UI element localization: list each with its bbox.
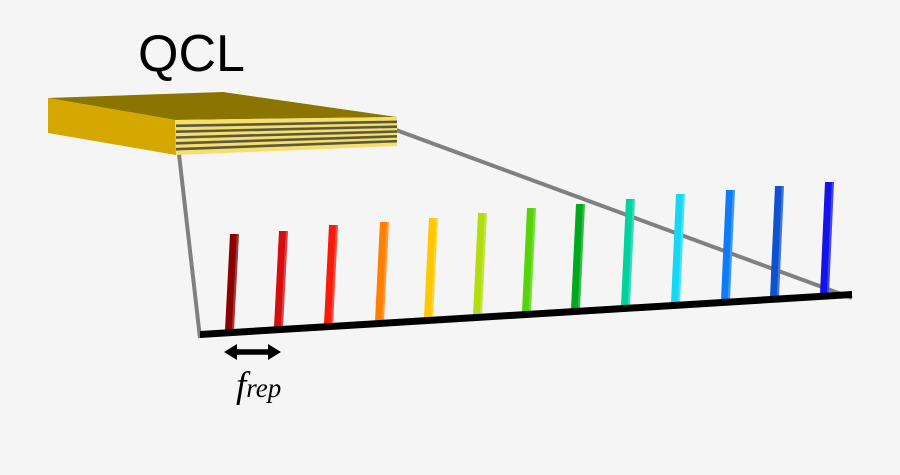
- comb-line-highlight: [627, 199, 635, 306]
- comb-line-highlight: [528, 208, 536, 312]
- comb-line-body: [621, 199, 635, 306]
- frequency-axis: [200, 291, 852, 338]
- qcl-device-label: QCL: [138, 25, 245, 83]
- comb-line-body: [770, 186, 784, 297]
- comb-line-highlight: [776, 186, 784, 297]
- comb-line-highlight: [381, 222, 389, 321]
- comb-line-body: [571, 204, 585, 309]
- comb-line: [621, 199, 635, 306]
- comb-line: [571, 204, 585, 309]
- comb-line-body: [375, 222, 389, 321]
- quantum-cascade-laser-device: [48, 92, 398, 155]
- axis-baseline: [200, 291, 852, 338]
- frequency-comb-lines: [225, 182, 834, 330]
- frep-symbol: f: [236, 365, 247, 406]
- frep-spacing-arrow: [224, 344, 281, 360]
- comb-line-body: [274, 231, 288, 327]
- comb-line: [522, 208, 536, 312]
- comb-line: [424, 218, 438, 318]
- comb-line-highlight: [577, 204, 585, 309]
- comb-line: [274, 231, 288, 327]
- comb-line: [473, 213, 487, 315]
- comb-line-highlight: [231, 234, 239, 330]
- comb-line-highlight: [826, 182, 834, 294]
- laser-top-surface: [48, 92, 397, 120]
- laser-emitting-facet: [175, 117, 397, 155]
- laser-layer-line: [175, 139, 398, 151]
- comb-line-body: [671, 194, 685, 303]
- arrow-head-right: [268, 344, 281, 360]
- laser-epitaxial-layers: [175, 120, 398, 151]
- comb-line-highlight: [677, 194, 685, 303]
- comb-line-body: [225, 234, 239, 330]
- comb-line-body: [324, 225, 338, 324]
- comb-line: [225, 234, 239, 330]
- laser-layer-line: [175, 125, 398, 133]
- comb-line-highlight: [727, 190, 735, 300]
- arrow-head-left: [224, 344, 237, 360]
- comb-line-highlight: [280, 231, 288, 327]
- comb-line-highlight: [479, 213, 487, 315]
- comb-line-body: [424, 218, 438, 318]
- frep-subscript: rep: [246, 373, 282, 403]
- laser-layer-line: [175, 120, 398, 128]
- comb-line-highlight: [330, 225, 338, 324]
- laser-layer-line: [175, 130, 398, 139]
- laser-layer-line: [175, 135, 398, 145]
- comb-line-body: [820, 182, 834, 294]
- comb-line: [770, 186, 784, 297]
- comb-line-highlight: [430, 218, 438, 318]
- comb-line: [721, 190, 735, 300]
- comb-line-body: [721, 190, 735, 300]
- frep-label: frep: [236, 364, 281, 407]
- comb-line-body: [522, 208, 536, 312]
- comb-line-body: [473, 213, 487, 315]
- laser-front-face: [48, 98, 176, 155]
- comb-line: [324, 225, 338, 324]
- beam-line-left: [174, 127, 202, 339]
- comb-line: [671, 194, 685, 303]
- comb-line: [375, 222, 389, 321]
- comb-line: [820, 182, 834, 294]
